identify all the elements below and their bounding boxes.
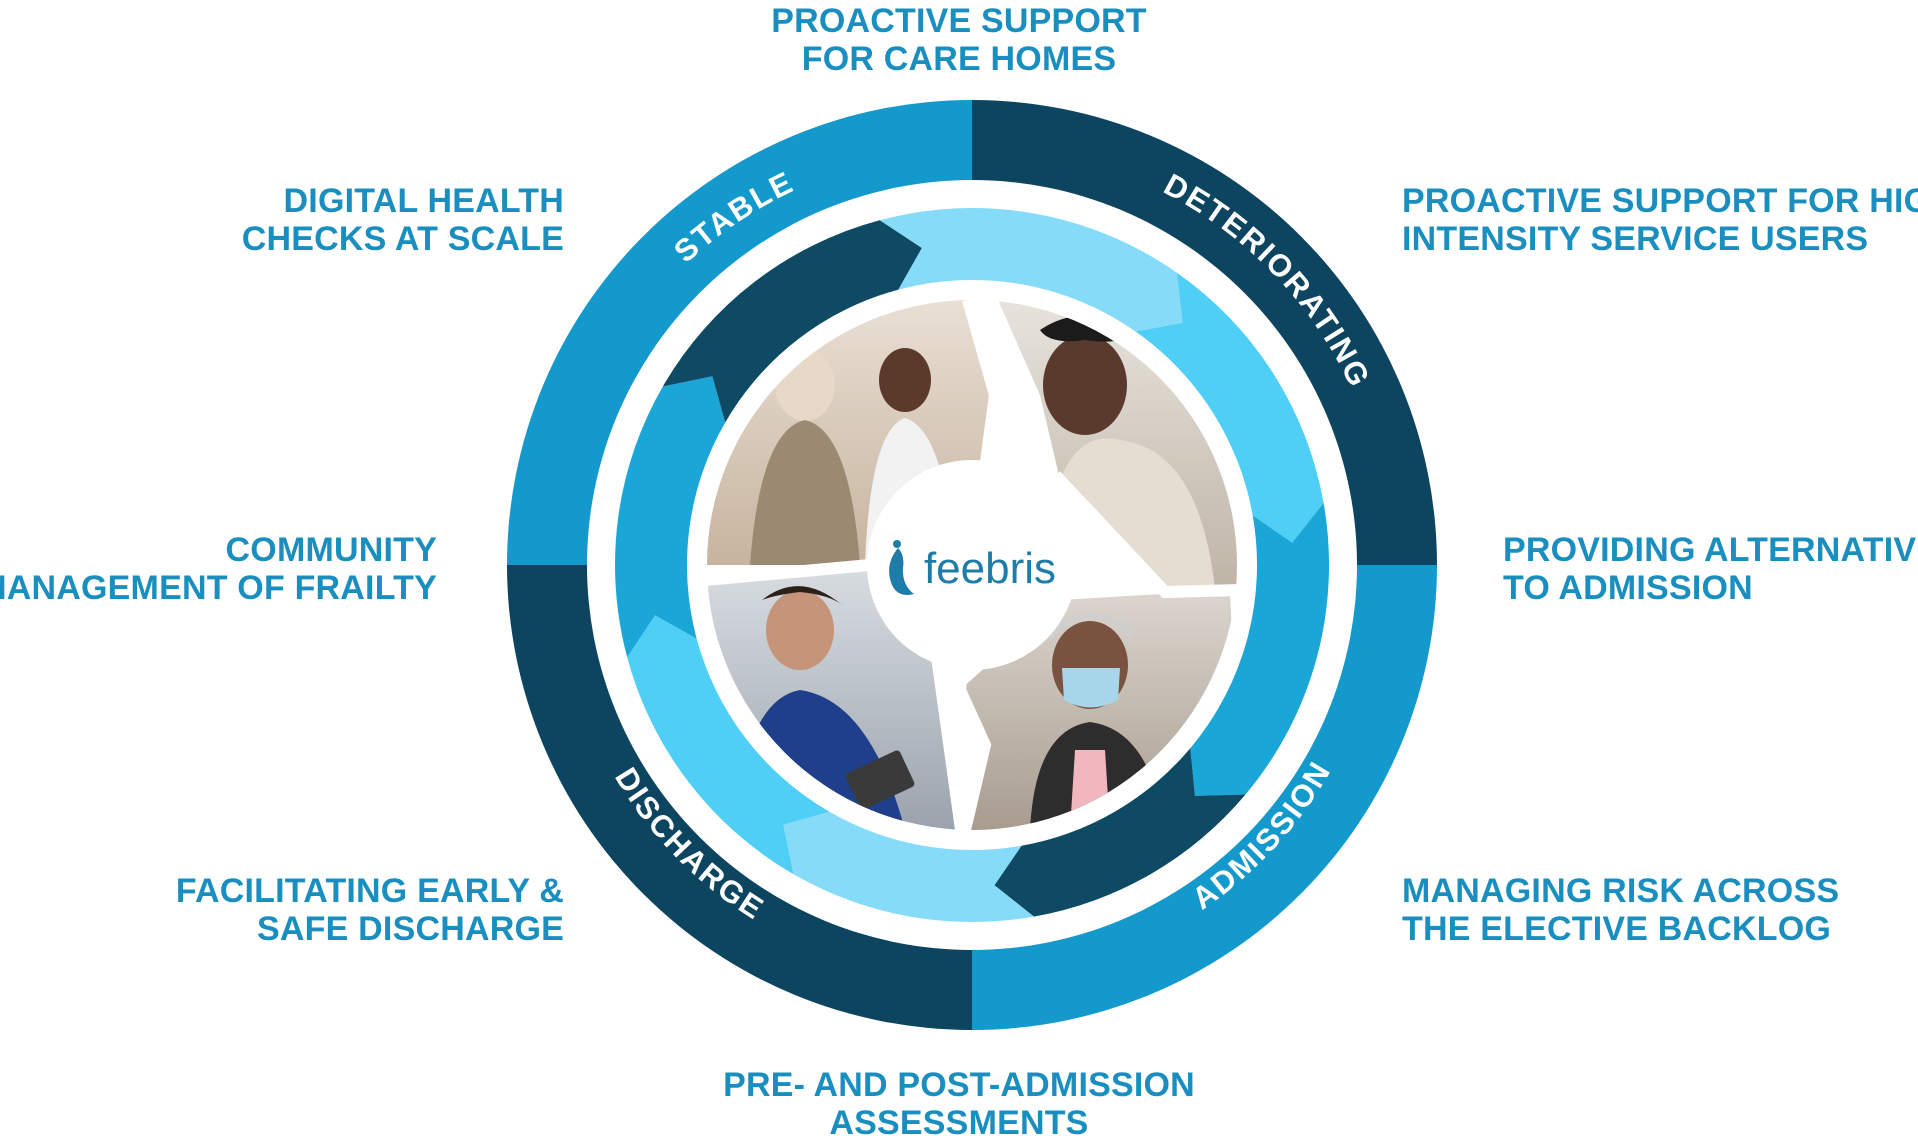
arrow-segment-2: [1135, 272, 1324, 543]
label-line: PROVIDING ALTERNATIVE: [1503, 531, 1918, 569]
label-line: PRE- AND POST-ADMISSION: [723, 1066, 1195, 1104]
label-line: MANAGING RISK ACROSS: [1402, 872, 1840, 910]
label-community-frailty-management: COMMUNITY MANAGEMENT OF FRAILTY: [0, 531, 437, 607]
label-proactive-support-care-homes: PROACTIVE SUPPORT FOR CARE HOMES: [0, 2, 1918, 78]
label-line: PROACTIVE SUPPORT FOR HIGH: [1402, 182, 1918, 220]
arrow-segment-1: [879, 208, 1183, 332]
arrow-segment-3: [1190, 503, 1330, 796]
label-line: SAFE DISCHARGE: [257, 910, 564, 948]
label-pre-post-admission-assessments: PRE- AND POST-ADMISSION ASSESSMENTS: [0, 1066, 1918, 1142]
label-early-safe-discharge: FACILITATING EARLY & SAFE DISCHARGE: [176, 872, 564, 948]
ring-segment-deteriorating: [972, 100, 1437, 565]
label-line: CHECKS AT SCALE: [241, 220, 564, 258]
label-line: COMMUNITY: [225, 531, 437, 569]
arrow-segment-8: [662, 220, 922, 423]
arrow-segment-7: [615, 376, 726, 658]
ring-segment-stable: [507, 100, 972, 565]
ring-segments: [507, 100, 1437, 1030]
label-alternative-to-admission: PROVIDING ALTERNATIVE TO ADMISSION: [1503, 531, 1918, 607]
label-line: PROACTIVE SUPPORT: [771, 2, 1147, 40]
label-line: TO ADMISSION: [1503, 569, 1753, 607]
label-managing-risk-elective-backlog: MANAGING RISK ACROSS THE ELECTIVE BACKLO…: [1402, 872, 1839, 948]
ring-segment-discharge: [507, 565, 972, 1030]
logo-badge: [867, 460, 1077, 670]
feebris-logo-icon-dot: [893, 540, 901, 548]
ring-segment-admission: [972, 565, 1437, 1030]
label-digital-health-checks: DIGITAL HEALTH CHECKS AT SCALE: [242, 182, 564, 258]
feebris-logo: feebris: [867, 460, 1077, 670]
label-line: MANAGEMENT OF FRAILTY: [0, 569, 437, 607]
arrow-segment-4: [994, 748, 1246, 917]
logo-text: feebris: [924, 544, 1056, 593]
label-line: INTENSITY SERVICE USERS: [1402, 220, 1869, 258]
arrow-segment-6: [627, 615, 830, 875]
label-line: ASSESSMENTS: [829, 1104, 1089, 1142]
label-line: FACILITATING EARLY &: [175, 872, 564, 910]
arrow-segments: [615, 208, 1330, 923]
feebris-logo-icon: [889, 548, 914, 595]
label-line: FOR CARE HOMES: [801, 40, 1117, 78]
arrow-segment-5: [783, 811, 1034, 923]
label-line: DIGITAL HEALTH: [283, 182, 564, 220]
label-proactive-support-high-intensity: PROACTIVE SUPPORT FOR HIGH INTENSITY SER…: [1402, 182, 1918, 258]
label-line: THE ELECTIVE BACKLOG: [1402, 910, 1832, 948]
